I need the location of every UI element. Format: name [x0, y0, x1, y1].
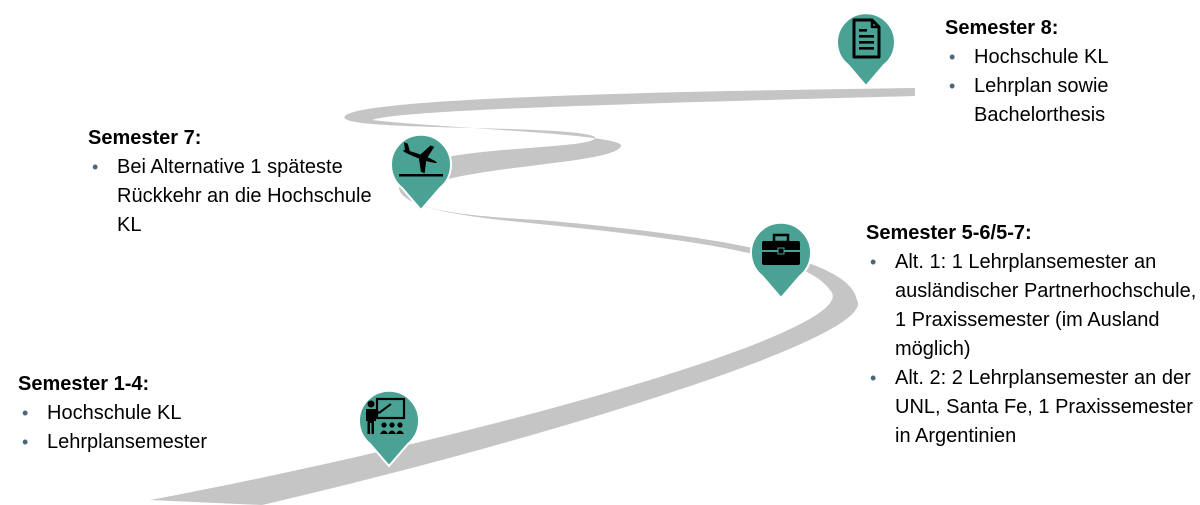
bullet-item: Alt. 2: 2 Lehrplansemester an der UNL, S… — [866, 364, 1200, 451]
milestone-pin-semester-5-6-5-7 — [750, 221, 812, 300]
milestone-semester-5-6-5-7: Semester 5-6/5-7: Alt. 1: 1 Lehrplanseme… — [866, 219, 1200, 451]
milestone-bullet-list: Hochschule KL Lehrplan sowie Bachelorthe… — [945, 43, 1195, 130]
milestone-semester-8: Semester 8: Hochschule KL Lehrplan sowie… — [945, 14, 1195, 130]
pin-marker — [390, 133, 452, 212]
bullet-item: Lehrplan sowie Bachelorthesis — [945, 72, 1195, 130]
bullet-item: Bei Alternative 1 späteste Rückkehr an d… — [88, 153, 398, 240]
document-icon — [852, 18, 881, 59]
milestone-pin-semester-7 — [390, 133, 452, 212]
milestone-bullet-list: Hochschule KL Lehrplansemester — [18, 399, 338, 457]
milestone-semester-7: Semester 7: Bei Alternative 1 späteste R… — [88, 124, 398, 240]
milestone-semester-1-4: Semester 1-4: Hochschule KL Lehrplanseme… — [18, 370, 338, 457]
milestone-pin-semester-8 — [836, 12, 896, 88]
bullet-item: Hochschule KL — [18, 399, 338, 428]
milestone-heading: Semester 1-4: — [18, 373, 150, 395]
teacher-classroom-icon — [366, 397, 406, 434]
bullet-item: Alt. 1: 1 Lehrplansemester an ausländisc… — [866, 248, 1200, 364]
milestone-pin-semester-1-4 — [358, 389, 420, 468]
milestone-heading: Semester 8: — [945, 17, 1059, 39]
briefcase-icon — [762, 233, 800, 265]
pin-marker — [836, 12, 896, 88]
bullet-item: Lehrplansemester — [18, 428, 338, 457]
milestone-heading: Semester 7: — [88, 127, 202, 149]
milestone-heading: Semester 5-6/5-7: — [866, 222, 1032, 244]
milestone-bullet-list: Alt. 1: 1 Lehrplansemester an ausländisc… — [866, 248, 1200, 451]
airplane-landing-icon — [403, 142, 437, 174]
milestone-bullet-list: Bei Alternative 1 späteste Rückkehr an d… — [88, 153, 398, 240]
bullet-item: Hochschule KL — [945, 43, 1195, 72]
road-path — [150, 88, 915, 505]
